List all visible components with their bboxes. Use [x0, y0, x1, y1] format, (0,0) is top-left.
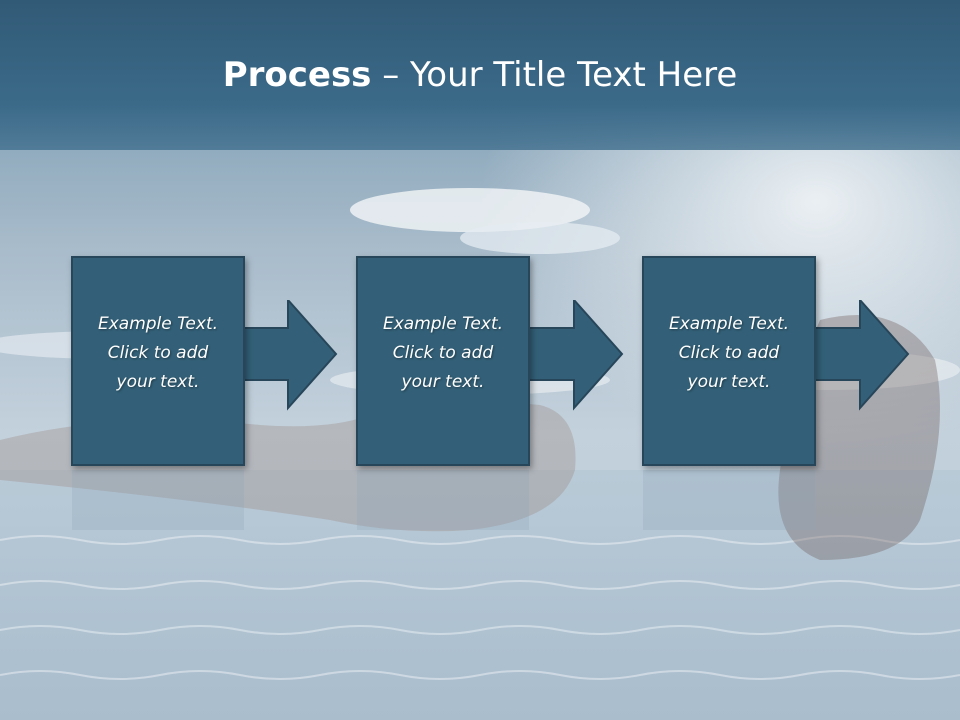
process-step-box[interactable]: Example Text. Click to add your text.: [71, 256, 245, 466]
arrow-right-icon[interactable]: [240, 300, 340, 420]
process-step-box[interactable]: Example Text. Click to add your text.: [356, 256, 530, 466]
step-text[interactable]: Example Text. Click to add your text.: [382, 314, 504, 392]
slide-title-rest: – Your Title Text Here: [371, 55, 738, 95]
step-text[interactable]: Example Text. Click to add your text.: [97, 314, 219, 392]
process-step-box[interactable]: Example Text. Click to add your text.: [642, 256, 816, 466]
step-text[interactable]: Example Text. Click to add your text.: [668, 314, 790, 392]
header-band: [0, 0, 960, 150]
arrow-right-icon[interactable]: [812, 300, 912, 420]
arrow-right-icon[interactable]: [526, 300, 626, 420]
slide-title-bold: Process: [222, 55, 372, 95]
slide-title[interactable]: Process – Your Title Text Here: [0, 50, 960, 100]
